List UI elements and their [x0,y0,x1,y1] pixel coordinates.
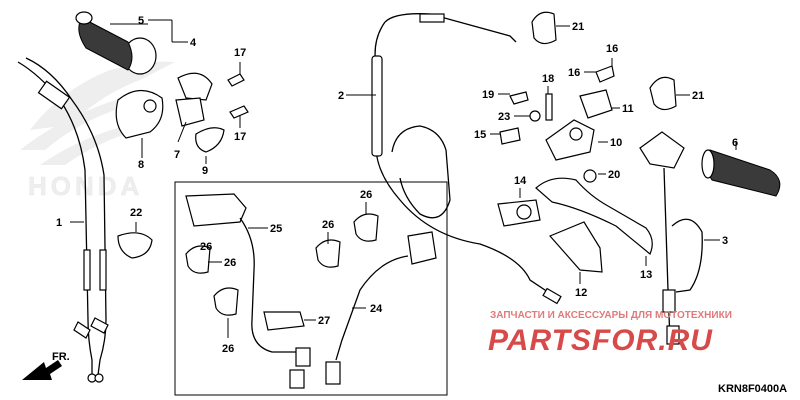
part-throttle-housing [115,72,225,153]
diagram-code: KRN8F0400A [718,383,787,395]
part-wire-harness-24 [325,231,437,385]
callout-25: 25 [270,223,282,235]
callout-26-e: 26 [200,241,212,253]
callout-26-b: 26 [222,343,234,355]
callout-19: 19 [482,89,494,101]
callout-17-top: 17 [234,47,246,59]
partsfor-watermark: ЗАПЧАСТИ И АКСЕССУАРЫ ДЛЯ МОТОТЕХНИКИ PA… [488,310,732,357]
part-clutch-perch [499,65,615,183]
honda-brand-text: HONDA [28,171,143,201]
callout-13: 13 [640,269,652,281]
part-clip-21-top [531,11,557,45]
callout-16-top: 16 [606,43,618,55]
callout-26-c: 26 [322,219,334,231]
callout-2: 2 [338,90,344,102]
callout-18: 18 [542,73,554,85]
callout-1: 1 [56,217,62,229]
front-direction-arrow: FR. [22,351,70,380]
callout-26-a: 26 [224,257,236,269]
callout-26-d: 26 [360,189,372,201]
callout-27: 27 [318,315,330,327]
callout-22: 22 [130,207,142,219]
part-clutch-lever [535,177,653,255]
part-grip-right [639,131,781,345]
callout-12: 12 [575,287,587,299]
watermark-site: PARTSFOR.RU [488,324,713,357]
callout-5: 5 [138,15,144,27]
part-throttle-cables [17,57,109,383]
callout-7: 7 [174,149,180,161]
callout-14: 14 [514,175,527,187]
part-hot-start [497,199,541,227]
callout-11: 11 [622,103,634,115]
part-throttle-grip [75,11,157,75]
callout-9: 9 [202,165,208,177]
part-clips-26 [185,213,379,316]
part-clip-21-right [649,76,677,111]
leader-lines [70,19,737,338]
callout-4: 4 [190,37,197,49]
part-clamp-22 [117,232,153,259]
callout-20: 20 [608,169,620,181]
callout-24: 24 [370,303,383,315]
part-bolts-17 [227,73,249,119]
direction-label: FR. [52,351,70,363]
callout-21-top: 21 [572,21,584,33]
callout-17-bottom: 17 [234,131,246,143]
callout-3: 3 [722,235,728,247]
callout-labels: 1 2 3 4 5 6 7 8 9 10 11 12 13 14 15 16 1… [56,15,738,355]
part-clamp-27 [263,311,305,331]
callout-16-left: 16 [568,67,580,79]
part-engine-stop-switch [185,193,311,389]
callout-8: 8 [138,159,144,171]
watermark-caption: ЗАПЧАСТИ И АКСЕССУАРЫ ДЛЯ МОТОТЕХНИКИ [490,310,732,321]
part-clutch-cable [371,13,562,305]
callout-10: 10 [610,137,622,149]
inset-frame [174,181,448,396]
callout-23: 23 [498,111,510,123]
callout-21-right: 21 [692,90,704,102]
callout-15: 15 [474,129,486,141]
callout-6: 6 [732,137,738,149]
part-bracket-12 [548,221,603,273]
